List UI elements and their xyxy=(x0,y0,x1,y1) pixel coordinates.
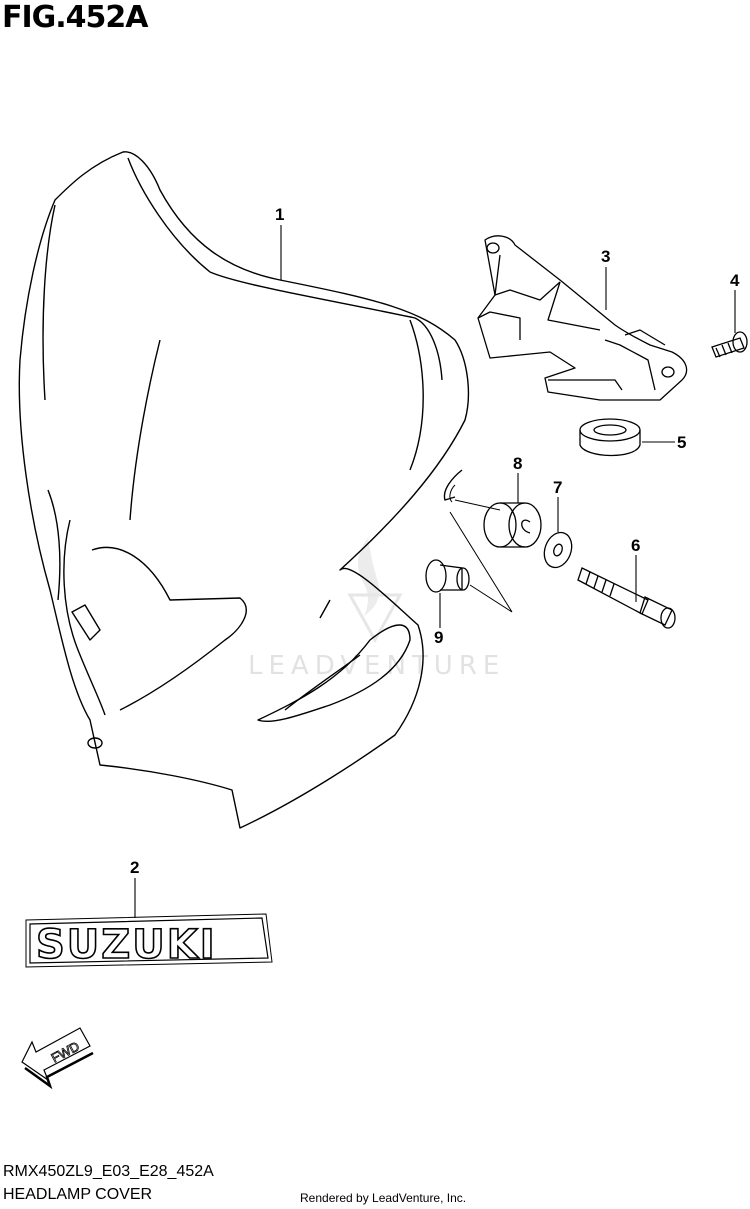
fwd-arrow-icon: FWD xyxy=(21,1027,94,1090)
callout-4: 4 xyxy=(730,271,740,290)
collar-9 xyxy=(425,559,470,593)
watermark-text: LEADVENTURE xyxy=(248,651,505,681)
callout-9: 9 xyxy=(434,628,443,647)
bracket xyxy=(477,235,688,401)
cushion-8 xyxy=(483,502,542,548)
assembly-lines xyxy=(449,484,513,613)
grommet-5 xyxy=(579,418,641,457)
callout-7: 7 xyxy=(553,478,562,497)
screw xyxy=(711,331,748,358)
callout-6: 6 xyxy=(631,536,640,555)
suzuki-emblem: SUZUKI xyxy=(25,913,273,969)
callout-5: 5 xyxy=(677,433,686,452)
figure-title: FIG.452A xyxy=(2,0,149,35)
rendered-by-credit: Rendered by LeadVenture, Inc. xyxy=(300,1191,467,1205)
leader-lines xyxy=(134,225,736,918)
bolt-6 xyxy=(577,567,676,629)
watermark: LEADVENTURE xyxy=(248,538,505,681)
suzuki-emblem-text: SUZUKI xyxy=(36,922,217,968)
callout-1: 1 xyxy=(275,205,284,224)
headlamp-cover xyxy=(18,151,470,829)
callout-3: 3 xyxy=(601,247,610,266)
diagram-code: RMX450ZL9_E03_E28_452A xyxy=(3,1163,214,1180)
washer-7 xyxy=(543,531,573,569)
diagram-name: HEADLAMP COVER xyxy=(3,1186,153,1203)
callout-8: 8 xyxy=(513,454,522,473)
callout-2: 2 xyxy=(130,858,139,877)
